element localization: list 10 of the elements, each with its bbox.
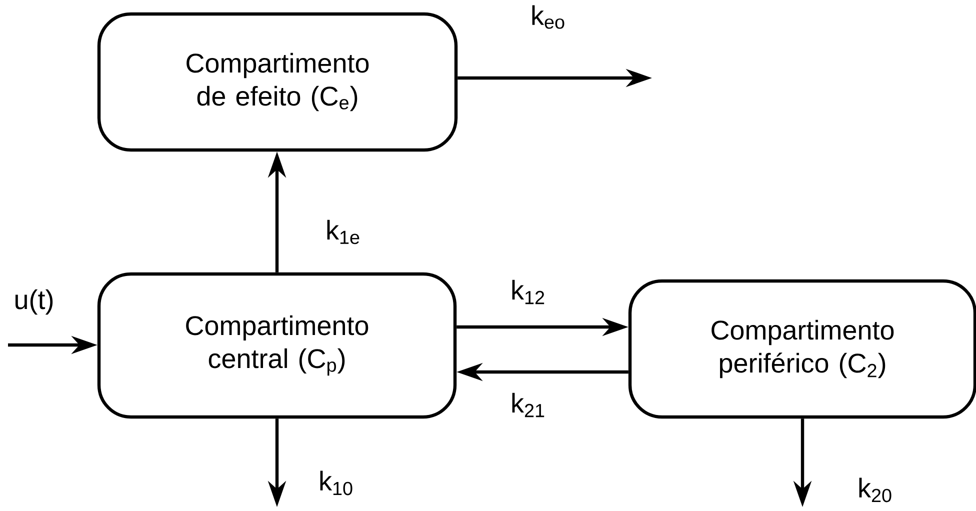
edge-label: k$_{20}$ [859, 478, 892, 502]
edge-label: k$_{eo}$ [532, 5, 564, 29]
compartment-box: Compartimento de efeito (C$_{e}$) [97, 12, 458, 152]
compartment-box: Compartimento periférico (C$_{2}$) [628, 279, 976, 419]
edge-label: u(t) [16, 289, 53, 315]
edge-label: k$_{1e}$ [327, 220, 360, 244]
edge-label: k$_{12}$ [512, 280, 544, 304]
compartment-box: Compartimento central (C$_{p}$) [97, 272, 457, 419]
edge-label: k$_{21}$ [512, 392, 544, 418]
edge-label: k$_{10}$ [320, 470, 352, 496]
